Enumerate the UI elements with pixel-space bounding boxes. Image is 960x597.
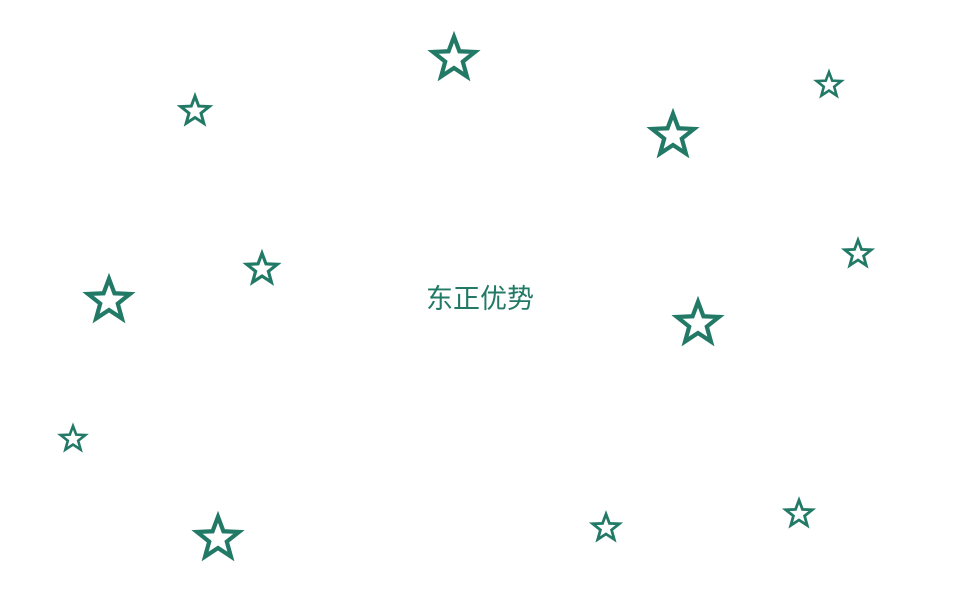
star-icon bbox=[671, 295, 725, 347]
star-icon bbox=[813, 68, 845, 99]
star-icon bbox=[191, 510, 245, 562]
star-icon bbox=[427, 30, 481, 82]
star-icon bbox=[176, 91, 214, 127]
stars-group bbox=[57, 30, 876, 562]
star-icon bbox=[82, 272, 136, 324]
slide-title: 东正优势 bbox=[426, 284, 534, 315]
star-icon bbox=[840, 236, 876, 269]
star-icon bbox=[781, 496, 817, 529]
star-icon bbox=[57, 422, 89, 453]
star-icon bbox=[646, 107, 700, 159]
star-icon bbox=[242, 248, 282, 286]
star-icon bbox=[588, 510, 624, 543]
